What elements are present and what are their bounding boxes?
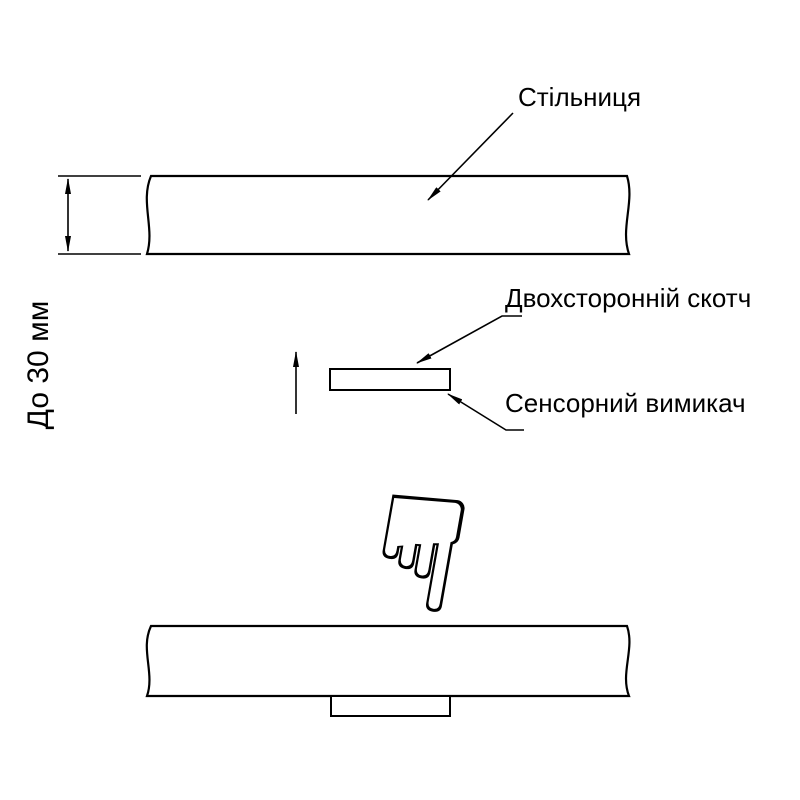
hand-pointer-icon: ☟ xyxy=(357,459,482,649)
switch-label: Сенсорний вимикач xyxy=(505,388,746,418)
countertop-label: Стільниця xyxy=(518,82,641,112)
tape-label: Двохсторонній скотч xyxy=(505,283,751,313)
dimension-label: До 30 мм xyxy=(22,301,55,430)
tape-leader-arrow xyxy=(416,315,522,364)
countertop-bottom-section xyxy=(145,624,631,698)
touch-switch xyxy=(329,368,451,391)
switch-leader-arrow xyxy=(447,393,524,431)
countertop-leader-arrow xyxy=(427,112,514,201)
countertop-top-section xyxy=(145,174,631,256)
touch-switch-mounted xyxy=(330,695,451,717)
